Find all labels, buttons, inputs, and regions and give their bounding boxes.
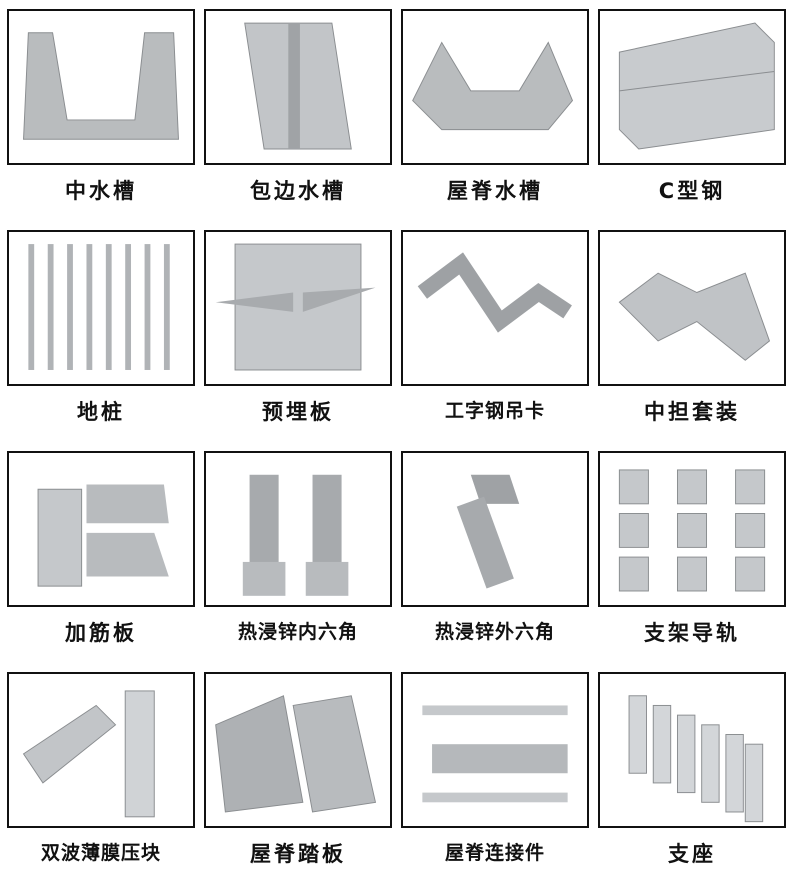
product-label: 屋脊踏板 (250, 842, 346, 866)
product-item: 工字钢吊卡 (401, 230, 589, 444)
edge-channel-icon (204, 9, 392, 165)
embedded-plate-icon (204, 230, 392, 386)
product-item: 加筋板 (7, 451, 195, 665)
product-item: 屋脊踏板 (204, 672, 392, 886)
product-item: 支架导轨 (598, 451, 786, 665)
product-label: 支架导轨 (644, 621, 740, 645)
channel-icon (7, 9, 195, 165)
product-item: 屋脊水槽 (401, 9, 589, 223)
ground-screw-icon (7, 230, 195, 386)
product-item: 中水槽 (7, 9, 195, 223)
product-label: 热浸锌外六角 (434, 621, 555, 643)
product-item: 支座 (598, 672, 786, 886)
product-item: 双波薄膜压块 (7, 672, 195, 886)
product-label: 地桩 (77, 400, 125, 424)
product-item: 屋脊连接件 (401, 672, 589, 886)
product-label: 工字钢吊卡 (444, 400, 545, 422)
product-item: 包边水槽 (204, 9, 392, 223)
product-label: 屋脊水槽 (447, 179, 543, 203)
product-label: 预埋板 (262, 400, 334, 424)
product-label: 屋脊连接件 (444, 842, 545, 864)
rail-icon (598, 451, 786, 607)
support-base-icon (598, 672, 786, 828)
product-grid: 中水槽 包边水槽 屋脊水槽 C型钢地桩 预埋板 工字钢吊卡 中担套装加筋板 热浸锌内六角 热浸锌… (7, 9, 786, 886)
product-label: 包边水槽 (250, 179, 346, 203)
product-label: 支座 (668, 842, 716, 866)
hex-socket-bolt-icon (204, 451, 392, 607)
product-label: 加筋板 (65, 621, 137, 645)
product-item: 热浸锌内六角 (204, 451, 392, 665)
clamp-block-icon (7, 672, 195, 828)
walkway-plate-icon (204, 672, 392, 828)
product-item: 预埋板 (204, 230, 392, 444)
ridge-channel-icon (401, 9, 589, 165)
ridge-connector-icon (401, 672, 589, 828)
product-item: 地桩 (7, 230, 195, 444)
product-label: 中水槽 (65, 179, 137, 203)
c-steel-icon (598, 9, 786, 165)
product-item: 热浸锌外六角 (401, 451, 589, 665)
middle-bracket-icon (598, 230, 786, 386)
product-label: 中担套装 (644, 400, 740, 424)
product-label: 热浸锌内六角 (237, 621, 358, 643)
beam-clamp-icon (401, 230, 589, 386)
product-item: 中担套装 (598, 230, 786, 444)
stiffener-plate-icon (7, 451, 195, 607)
product-item: C型钢 (598, 9, 786, 223)
product-label: 双波薄膜压块 (40, 842, 161, 864)
product-label: C型钢 (658, 179, 726, 203)
hex-bolt-icon (401, 451, 589, 607)
